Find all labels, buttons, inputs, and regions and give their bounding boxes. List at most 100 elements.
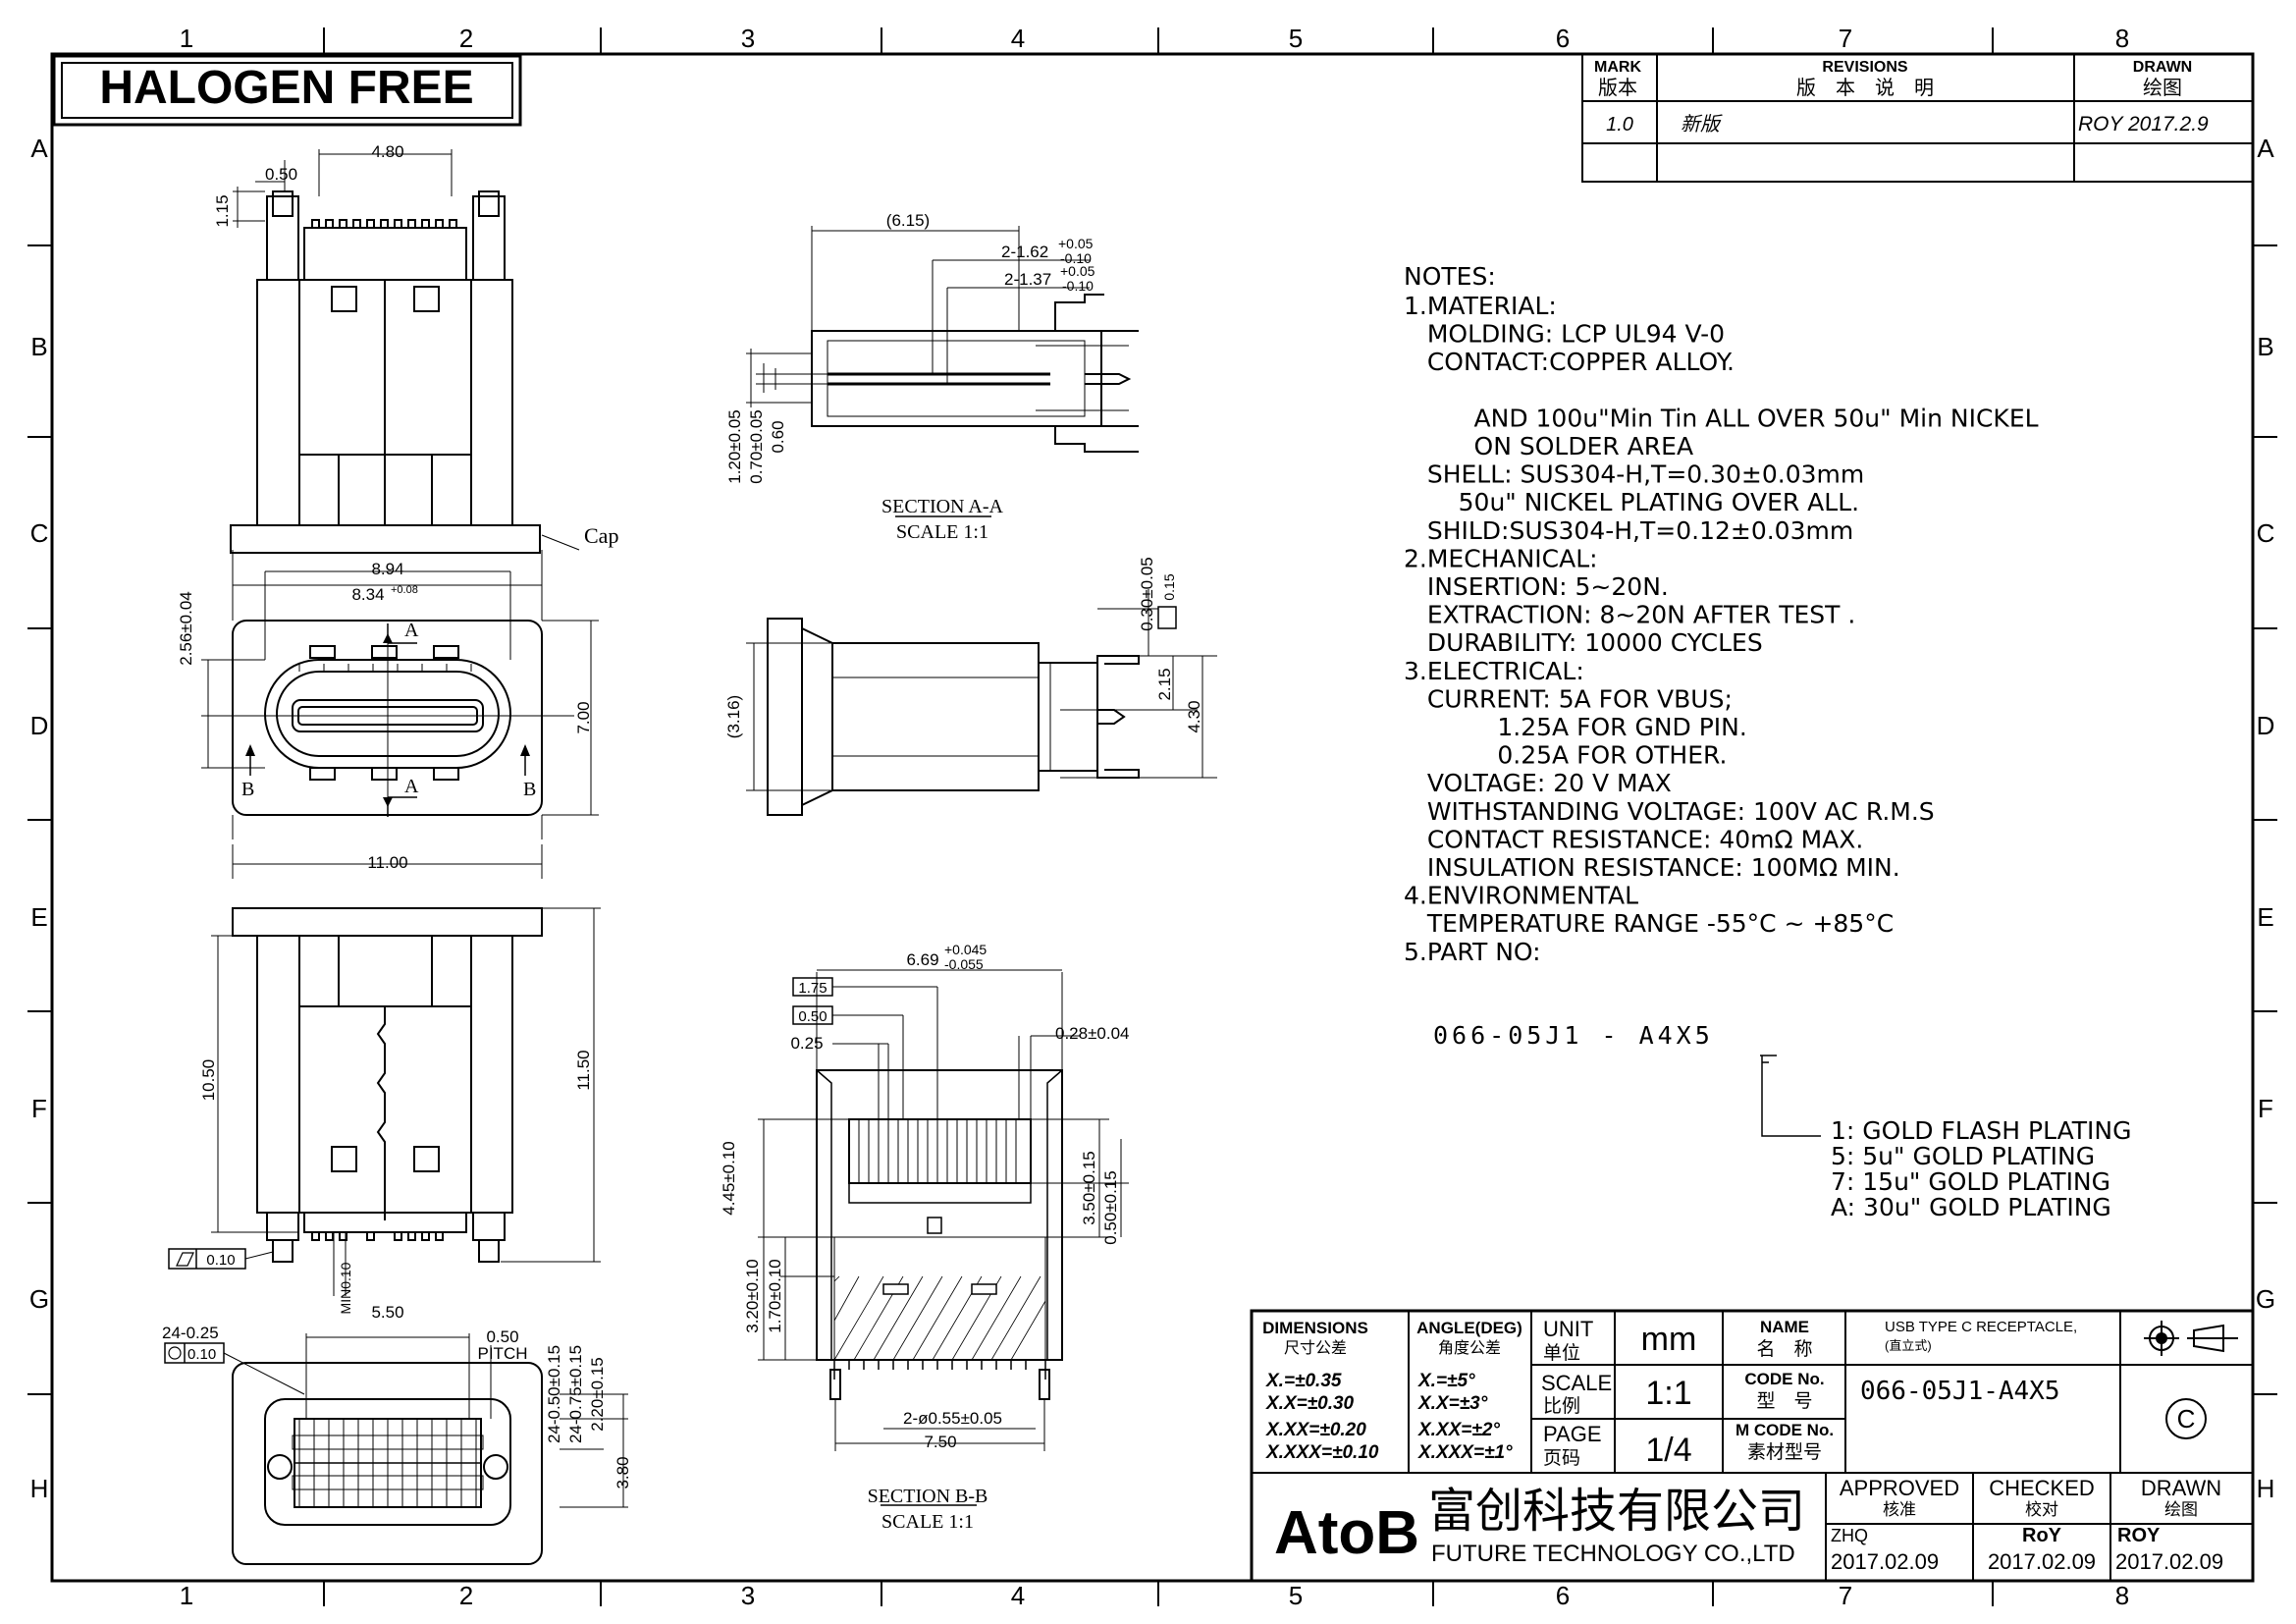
- svg-text:名 称: 名 称: [1756, 1338, 1812, 1360]
- notes-title: NOTES:: [1404, 262, 1496, 291]
- section-a-a-view: [746, 226, 1139, 517]
- svg-text:4: 4: [1011, 24, 1025, 53]
- note-line: SHILD:SUS304-H,T=0.12±0.03mm: [1404, 516, 1853, 545]
- svg-text:7: 7: [1839, 24, 1852, 53]
- grid-row-labels-left: AB CD EF GH: [29, 134, 49, 1503]
- plating-option-7: 7: 15u" GOLD PLATING: [1831, 1167, 2110, 1196]
- plating-option-a: A: 30u" GOLD PLATING: [1831, 1193, 2111, 1221]
- svg-text:24-0.25: 24-0.25: [162, 1324, 219, 1342]
- svg-text:CHECKED: CHECKED: [1989, 1476, 2095, 1500]
- revision-mark: 1.0: [1606, 114, 1633, 135]
- svg-text:+0.045: +0.045: [944, 942, 987, 957]
- note-line: 1.25A FOR GND PIN.: [1404, 713, 1747, 741]
- note-line: ON SOLDER AREA: [1404, 432, 1693, 460]
- svg-text:MARK: MARK: [1594, 59, 1641, 76]
- svg-text:3: 3: [741, 24, 755, 53]
- svg-text:24-0.50±0.15: 24-0.50±0.15: [545, 1345, 563, 1443]
- svg-text:1.15: 1.15: [213, 194, 232, 227]
- revision-block: MARK 版本 REVISIONS 版 本 说 明 DRAWN 绘图 1.0 新…: [1581, 53, 2254, 183]
- svg-text:3.20±0.10: 3.20±0.10: [743, 1259, 762, 1333]
- svg-text:NAME: NAME: [1760, 1318, 1809, 1336]
- section-b-b-view: [758, 969, 1129, 1506]
- svg-text:ROY: ROY: [2117, 1525, 2161, 1546]
- svg-text:-0.10: -0.10: [1062, 278, 1094, 294]
- svg-text:(3.16): (3.16): [724, 695, 743, 738]
- svg-text:4.80: 4.80: [371, 142, 403, 161]
- svg-text:1.20±0.05: 1.20±0.05: [725, 409, 744, 484]
- code-value: 066-05J1-A4X5: [1860, 1377, 2060, 1406]
- svg-text:DRAWN: DRAWN: [2141, 1476, 2221, 1500]
- svg-text:REVISIONS: REVISIONS: [1822, 59, 1907, 76]
- svg-text:A: A: [2257, 134, 2274, 163]
- note-line: VOLTAGE: 20 V MAX: [1404, 769, 1672, 797]
- svg-text:-0.10: -0.10: [1060, 250, 1092, 266]
- revision-desc: 新版: [1681, 114, 1723, 135]
- title-block: DIMENSIONS 尺寸公差 ANGLE(DEG) 角度公差 X.=±0.35…: [1250, 1309, 2255, 1583]
- svg-text:4: 4: [1011, 1581, 1025, 1610]
- halogen-free-frame: [52, 54, 522, 127]
- svg-text:24-0.75±0.15: 24-0.75±0.15: [566, 1345, 585, 1443]
- side-profile-dims: (3.16) 0.30±0.05 0.15 2.15 4.30: [724, 557, 1203, 738]
- svg-text:RoY: RoY: [2022, 1525, 2062, 1546]
- svg-text:D: D: [30, 711, 49, 740]
- angle-tol-2: X.X=±3°: [1417, 1393, 1488, 1414]
- approved-date: 2017.02.09: [1831, 1549, 1939, 1574]
- svg-text:1.70±0.10: 1.70±0.10: [766, 1259, 784, 1333]
- svg-text:PITCH: PITCH: [478, 1344, 528, 1363]
- svg-text:E: E: [30, 902, 47, 932]
- svg-text:C: C: [2177, 1404, 2196, 1434]
- svg-text:7.50: 7.50: [924, 1433, 956, 1451]
- svg-text:4.45±0.10: 4.45±0.10: [720, 1141, 738, 1216]
- svg-text:5: 5: [1289, 24, 1303, 53]
- svg-text:2: 2: [459, 1581, 473, 1610]
- svg-text:ANGLE(DEG): ANGLE(DEG): [1416, 1319, 1522, 1337]
- svg-text:7: 7: [1839, 1581, 1852, 1610]
- checked-date: 2017.02.09: [1988, 1549, 2096, 1574]
- tolerance-2: X.X=±0.30: [1265, 1393, 1355, 1414]
- halogen-free-banner: HALOGEN FREE: [99, 62, 473, 114]
- note-line: CONTACT:COPPER ALLOY.: [1404, 348, 1735, 376]
- front-elevation-dims: 0.50 4.80 1.15 Cap: [213, 142, 618, 548]
- svg-text:2.20±0.15: 2.20±0.15: [588, 1357, 607, 1432]
- svg-text:版本: 版本: [1598, 77, 1637, 99]
- svg-text:0.10: 0.10: [206, 1252, 235, 1269]
- svg-text:A: A: [30, 134, 48, 163]
- side-elevation-view: [168, 907, 601, 1296]
- svg-text:ZHQ: ZHQ: [1831, 1526, 1868, 1545]
- svg-text:8.34: 8.34: [351, 585, 384, 604]
- svg-text:H: H: [2257, 1474, 2275, 1503]
- note-line: 4.ENVIRONMENTAL: [1404, 882, 1638, 910]
- svg-text:+0.05: +0.05: [1058, 236, 1094, 251]
- svg-text:校对: 校对: [2025, 1500, 2058, 1519]
- svg-text:8: 8: [2115, 1581, 2129, 1610]
- tolerance-1: X.=±0.35: [1265, 1371, 1342, 1391]
- product-name: USB TYPE C RECEPTACLE,: [1885, 1319, 2077, 1335]
- svg-text:页码: 页码: [1543, 1448, 1580, 1469]
- svg-text:D: D: [2257, 711, 2275, 740]
- svg-text:0.10: 0.10: [187, 1346, 216, 1363]
- svg-text:11.50: 11.50: [574, 1050, 593, 1090]
- section-b-b-scale: SCALE 1:1: [881, 1511, 974, 1533]
- svg-text:2-1.62: 2-1.62: [1001, 243, 1048, 261]
- note-line: 3.ELECTRICAL:: [1404, 657, 1584, 685]
- plating-option-5: 5: 5u" GOLD PLATING: [1831, 1142, 2095, 1170]
- svg-text:7.00: 7.00: [574, 701, 593, 733]
- svg-text:0.50: 0.50: [798, 1008, 827, 1025]
- svg-text:0.60: 0.60: [769, 420, 787, 453]
- svg-text:B: B: [2257, 332, 2273, 361]
- note-line: CURRENT: 5A FOR VBUS;: [1404, 684, 1733, 713]
- svg-text:UNIT: UNIT: [1543, 1317, 1593, 1341]
- section-b-b-title: SECTION B-B: [868, 1486, 988, 1507]
- svg-text:10.50: 10.50: [199, 1059, 218, 1102]
- svg-text:8.94: 8.94: [371, 560, 403, 578]
- svg-text:B: B: [30, 332, 47, 361]
- angle-tol-4: X.XXX=±1°: [1417, 1442, 1513, 1463]
- angle-tol-3: X.XX=±2°: [1417, 1420, 1500, 1440]
- note-line: CONTACT RESISTANCE: 40mΩ MAX.: [1404, 825, 1863, 853]
- company-name-cn: 富创科技有限公司: [1428, 1486, 1805, 1538]
- svg-text:1: 1: [180, 24, 193, 53]
- svg-text:CODE No.: CODE No.: [1744, 1370, 1824, 1388]
- svg-text:2-1.37: 2-1.37: [1004, 270, 1051, 289]
